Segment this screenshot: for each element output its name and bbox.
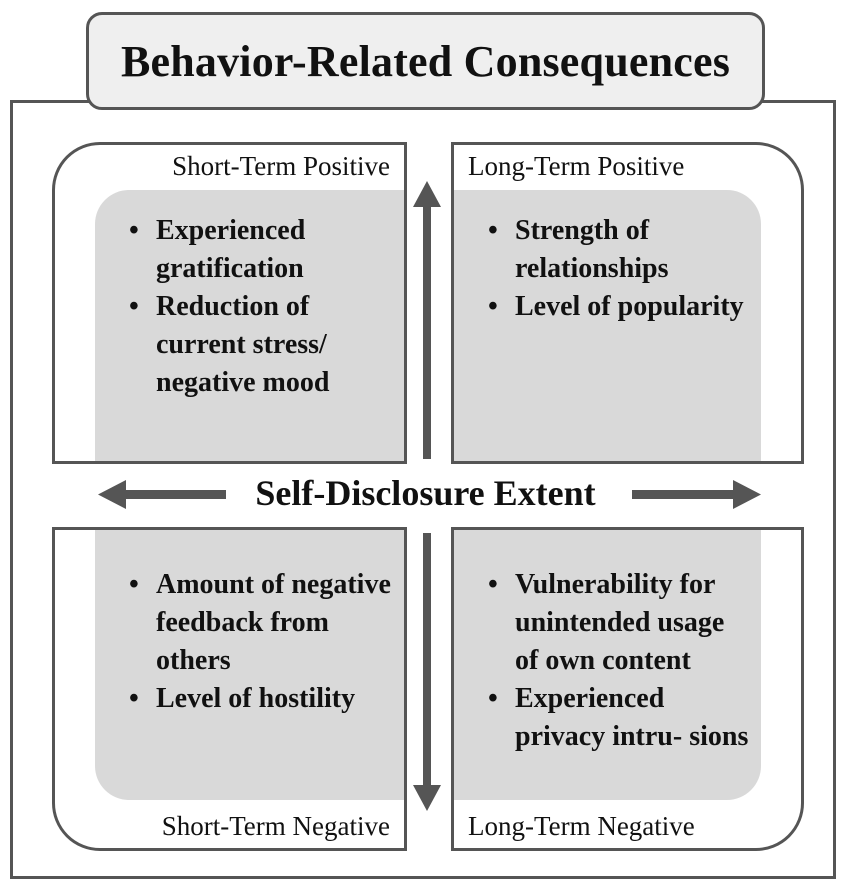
bullet-list-long-term-positive: Strength of relationships Level of popul… xyxy=(488,212,751,326)
quadrant-panel-short-term-positive: Experienced gratification Reduction of c… xyxy=(95,190,404,461)
quadrant-label-long-term-negative: Long-Term Negative xyxy=(468,811,695,841)
bullet-item: Experienced gratification xyxy=(129,212,394,288)
quadrant-panel-long-term-positive: Strength of relationships Level of popul… xyxy=(454,190,761,461)
quadrant-long-term-negative: Long-Term Negative Vulnerability for uni… xyxy=(451,527,804,851)
bullet-list-short-term-positive: Experienced gratification Reduction of c… xyxy=(129,212,394,402)
quadrant-label-long-term-positive: Long-Term Positive xyxy=(468,151,685,181)
center-label: Self-Disclosure Extent xyxy=(255,473,596,513)
quadrant-short-term-negative: Short-Term Negative Amount of negative f… xyxy=(52,527,407,851)
bullet-item: Strength of relationships xyxy=(488,212,751,288)
quadrant-short-term-positive: Short-Term Positive Experienced gratific… xyxy=(52,142,407,464)
quadrant-panel-long-term-negative: Vulnerability for unintended usage of ow… xyxy=(454,530,761,800)
bullet-item: Level of popularity xyxy=(488,288,751,326)
bullet-list-long-term-negative: Vulnerability for unintended usage of ow… xyxy=(488,566,751,756)
quadrant-long-term-positive: Long-Term Positive Strength of relations… xyxy=(451,142,804,464)
title-box: Behavior-Related Consequences xyxy=(86,12,765,110)
bullet-list-short-term-negative: Amount of negative feedback from others … xyxy=(129,566,394,718)
quadrant-panel-short-term-negative: Amount of negative feedback from others … xyxy=(95,530,404,800)
diagram-title: Behavior-Related Consequences xyxy=(120,36,731,86)
bullet-item: Reduction of current stress/ negative mo… xyxy=(129,288,394,402)
bullet-item: Amount of negative feedback from others xyxy=(129,566,394,680)
bullet-item: Level of hostility xyxy=(129,680,394,718)
quadrant-label-short-term-positive: Short-Term Positive xyxy=(172,151,390,181)
bullet-item: Vulnerability for unintended usage of ow… xyxy=(488,566,751,680)
quadrant-label-short-term-negative: Short-Term Negative xyxy=(161,811,390,841)
bullet-item: Experienced privacy intru- sions xyxy=(488,680,751,756)
